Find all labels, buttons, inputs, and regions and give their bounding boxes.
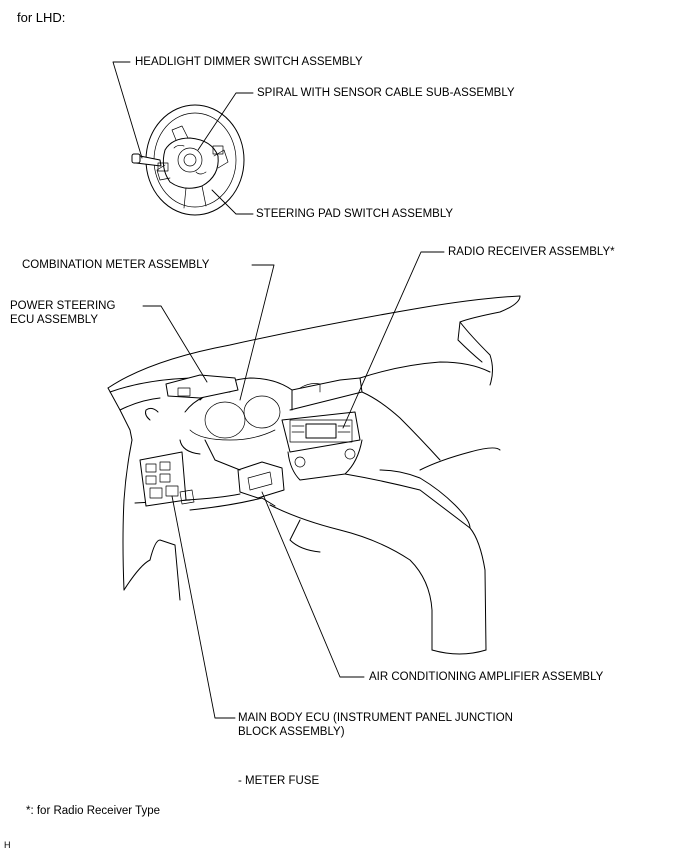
label-spiral-cable: SPIRAL WITH SENSOR CABLE SUB-ASSEMBLY [257, 87, 515, 99]
leader-air-conditioning-amp [261, 491, 365, 678]
label-combination-meter: COMBINATION METER ASSEMBLY [22, 259, 210, 271]
label-main-body-ecu: MAIN BODY ECU (INSTRUMENT PANEL JUNCTION… [238, 712, 513, 738]
label-meter-fuse: - METER FUSE [238, 775, 320, 787]
leader-main-body-ecu [171, 495, 236, 719]
label-power-steering-ecu: POWER STEERING ECU ASSEMBLY [10, 300, 116, 326]
label-headlight-dimmer-switch: HEADLIGHT DIMMER SWITCH ASSEMBLY [135, 56, 363, 68]
leader-power-steering-ecu [142, 305, 208, 383]
leader-combination-meter [239, 264, 275, 401]
leader-radio-receiver [342, 251, 445, 429]
leader-lines [112, 61, 445, 719]
corner-mark: H [4, 840, 11, 850]
steering-wheel-illustration [131, 104, 245, 216]
leader-steering-pad [211, 189, 254, 215]
dashboard-illustration [107, 295, 521, 655]
leader-spiral-cable [197, 92, 254, 151]
label-steering-pad-switch: STEERING PAD SWITCH ASSEMBLY [256, 208, 454, 220]
label-air-conditioning-amplifier: AIR CONDITIONING AMPLIFIER ASSEMBLY [369, 671, 604, 683]
footnote: *: for Radio Receiver Type [26, 805, 161, 817]
label-radio-receiver: RADIO RECEIVER ASSEMBLY* [448, 246, 615, 258]
page-heading: for LHD: [17, 10, 66, 25]
leader-headlight-dimmer [112, 61, 143, 159]
